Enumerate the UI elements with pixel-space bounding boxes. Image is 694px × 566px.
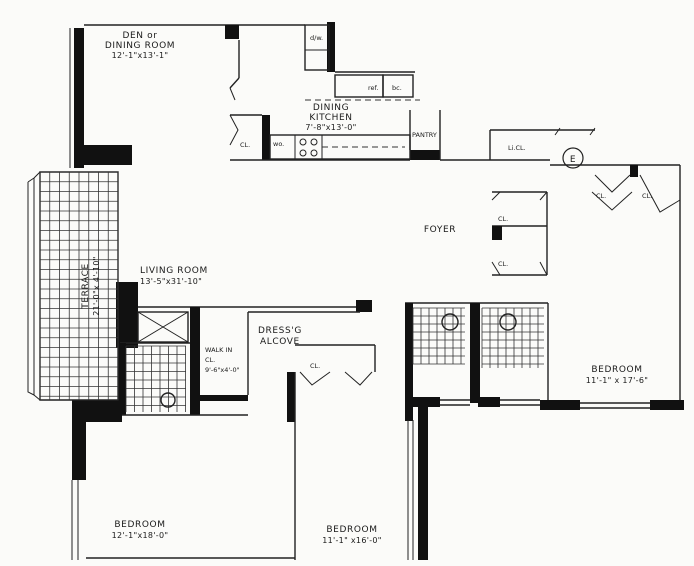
kitchen-label-line1: DINING bbox=[313, 103, 349, 113]
kitchen-label-line2: KITCHEN bbox=[309, 113, 352, 123]
foyer-closet-upper-label: CL. bbox=[498, 215, 508, 223]
dishwasher-label: d/w. bbox=[310, 34, 323, 42]
west-wall-upper bbox=[74, 28, 84, 168]
terrace-tiles bbox=[39, 171, 119, 400]
foyer-label: FOYER bbox=[424, 225, 456, 235]
bedroom3-closet-right-label: CL. bbox=[642, 192, 652, 200]
den-label-line2: DINING ROOM bbox=[105, 41, 175, 51]
bedroom1-dimensions: 12'-1"x18'-0" bbox=[112, 531, 169, 540]
terrace-dimensions: 21'-0"x 4'-10" bbox=[92, 256, 101, 316]
walls bbox=[69, 22, 684, 560]
toilet-icon bbox=[160, 392, 176, 408]
living-west-wall bbox=[116, 282, 138, 348]
bath-tiles bbox=[125, 307, 544, 412]
kitchen-wall-upper bbox=[327, 22, 335, 72]
wall-oven-label: wo. bbox=[273, 140, 284, 148]
west-wall-lower bbox=[72, 420, 86, 480]
terrace-label: TERRACE bbox=[81, 263, 91, 310]
broom-closet-label: bc. bbox=[392, 84, 402, 92]
toilet-icon-3 bbox=[499, 313, 517, 331]
living-room-dimensions: 13'-5"x31'-10" bbox=[140, 277, 202, 286]
bedroom2-dimensions: 11'-1" x16'-0" bbox=[322, 536, 382, 545]
terrace bbox=[27, 171, 119, 401]
bedroom3-label: BEDROOM bbox=[591, 365, 642, 375]
den-label-line1: DEN or bbox=[122, 31, 157, 41]
dressing-alcove-label-line2: ALCOVE bbox=[260, 337, 300, 347]
linen-closet-label: Li.CL. bbox=[508, 144, 526, 152]
entry-marker-circle bbox=[562, 147, 584, 169]
kitchen-fixtures bbox=[229, 24, 420, 160]
entry-marker-label: E bbox=[570, 155, 576, 165]
foyer-closet-lower-label: CL. bbox=[498, 260, 508, 268]
den-dimensions: 12'-1"x13'-1" bbox=[112, 51, 169, 60]
living-room-label: LIVING ROOM bbox=[140, 266, 208, 276]
pantry-label: PANTRY bbox=[412, 131, 437, 139]
bedroom3-dimensions: 11'-1" x 17'-6" bbox=[586, 376, 648, 385]
walk-in-closet-label-line2: CL. bbox=[205, 356, 215, 364]
walk-in-closet-label-line1: WALK IN bbox=[205, 346, 232, 354]
bedroom1-label: BEDROOM bbox=[114, 520, 165, 530]
bedroom2-label: BEDROOM bbox=[326, 525, 377, 535]
kitchen-closet-label: CL. bbox=[240, 141, 250, 149]
bedroom2-closet-label: CL. bbox=[310, 362, 320, 370]
toilet-icon-2 bbox=[441, 313, 459, 331]
refrigerator-label: ref. bbox=[368, 84, 378, 92]
walk-in-closet-dimensions: 9'-6"x4'-0" bbox=[205, 366, 240, 374]
terrace-top-wall bbox=[74, 145, 132, 165]
closet-doors bbox=[299, 127, 681, 386]
shower-stall bbox=[137, 311, 189, 343]
terrace-bottom-wall bbox=[72, 400, 122, 422]
kitchen-dimensions: 7'-8"x13'-0" bbox=[305, 123, 356, 132]
dressing-alcove-label-line1: DRESS'G bbox=[258, 326, 302, 336]
bedroom3-closet-left-label: CL. bbox=[596, 192, 606, 200]
